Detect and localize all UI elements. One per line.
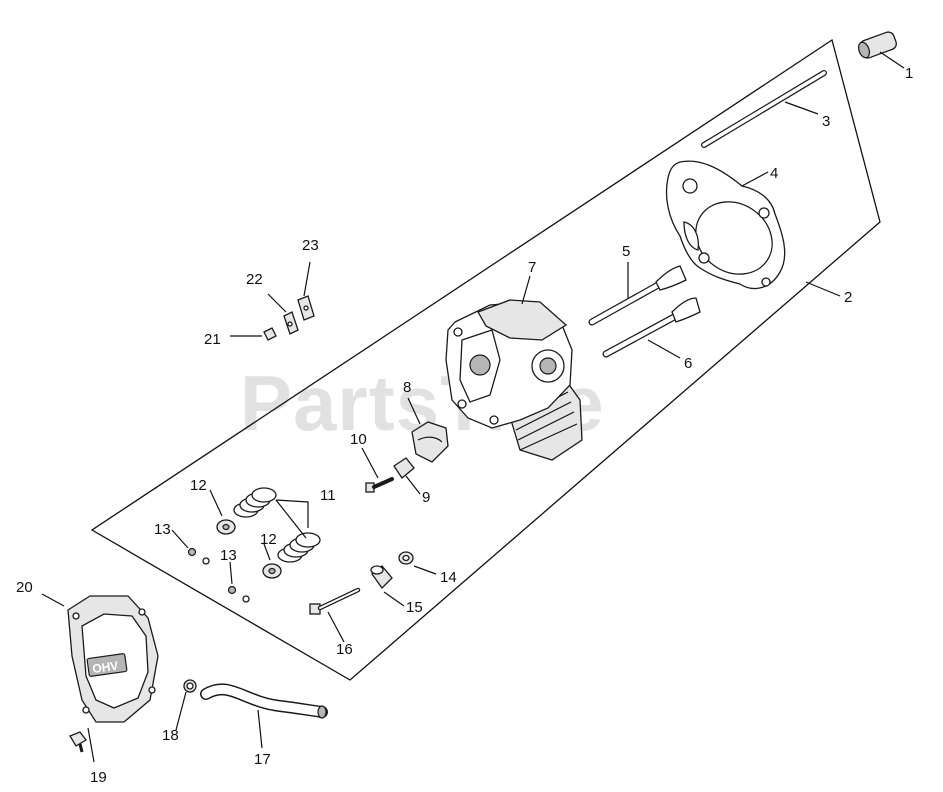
- valve-cover-ohv-label: OHV: [91, 659, 119, 676]
- callout-15: 15: [406, 599, 423, 616]
- part-1-lifter[interactable]: [857, 30, 898, 59]
- part-20-valve-cover[interactable]: OHV: [67, 595, 159, 723]
- part-13-keepers-lower[interactable]: [227, 585, 250, 603]
- part-19-cover-screw[interactable]: [69, 731, 87, 753]
- part-12-retainer-upper[interactable]: [216, 519, 236, 535]
- part-11-valve-spring-upper[interactable]: [233, 487, 277, 518]
- part-21-screw[interactable]: [263, 327, 277, 341]
- callout-12-lower: 12: [260, 531, 277, 548]
- callout-18: 18: [162, 727, 179, 744]
- callout-1: 1: [905, 65, 913, 82]
- callout-8: 8: [403, 379, 411, 396]
- callout-2: 2: [844, 289, 852, 306]
- callout-11: 11: [320, 487, 336, 504]
- gasket-kit-outline: [90, 38, 881, 681]
- callout-17: 17: [254, 751, 271, 768]
- callout-13-lower: 13: [220, 547, 237, 564]
- callout-4: 4: [770, 165, 778, 182]
- callout-16: 16: [336, 641, 353, 658]
- part-17-breather-hose[interactable]: [200, 683, 328, 719]
- part-13-keepers-upper[interactable]: [187, 547, 210, 565]
- leader-lines: [41, 51, 905, 763]
- callout-22: 22: [246, 271, 263, 288]
- part-23-bracket[interactable]: [297, 295, 315, 321]
- part-18-hose-clamp[interactable]: [183, 679, 197, 693]
- callout-10: 10: [350, 431, 367, 448]
- callout-21: 21: [204, 331, 221, 348]
- callout-7: 7: [528, 259, 536, 276]
- part-15-spacer[interactable]: [370, 565, 393, 590]
- callout-23: 23: [302, 237, 319, 254]
- part-12-retainer-lower[interactable]: [262, 563, 282, 579]
- callout-19: 19: [90, 769, 107, 786]
- callout-5: 5: [622, 243, 630, 260]
- part-10-bolt[interactable]: [365, 477, 394, 493]
- part-6-valve[interactable]: [602, 297, 701, 358]
- part-4-head-gasket[interactable]: [665, 160, 787, 290]
- callout-13-upper: 13: [154, 521, 171, 538]
- part-16-head-bolt[interactable]: [309, 587, 361, 615]
- callout-3: 3: [822, 113, 830, 130]
- part-8-rocker-arm[interactable]: [411, 421, 449, 463]
- callout-9: 9: [422, 489, 430, 506]
- part-22-bracket[interactable]: [283, 311, 299, 335]
- part-5-valve[interactable]: [588, 265, 687, 326]
- part-9-rocker-pivot[interactable]: [393, 457, 415, 479]
- part-11-valve-spring-lower[interactable]: [277, 532, 321, 563]
- callout-20: 20: [16, 579, 33, 596]
- part-7-cylinder-head[interactable]: [445, 299, 583, 461]
- callout-6: 6: [684, 355, 692, 372]
- callout-12-upper: 12: [190, 477, 207, 494]
- callout-14: 14: [440, 569, 457, 586]
- part-14-washer[interactable]: [398, 551, 414, 565]
- part-3-push-rod[interactable]: [701, 70, 827, 148]
